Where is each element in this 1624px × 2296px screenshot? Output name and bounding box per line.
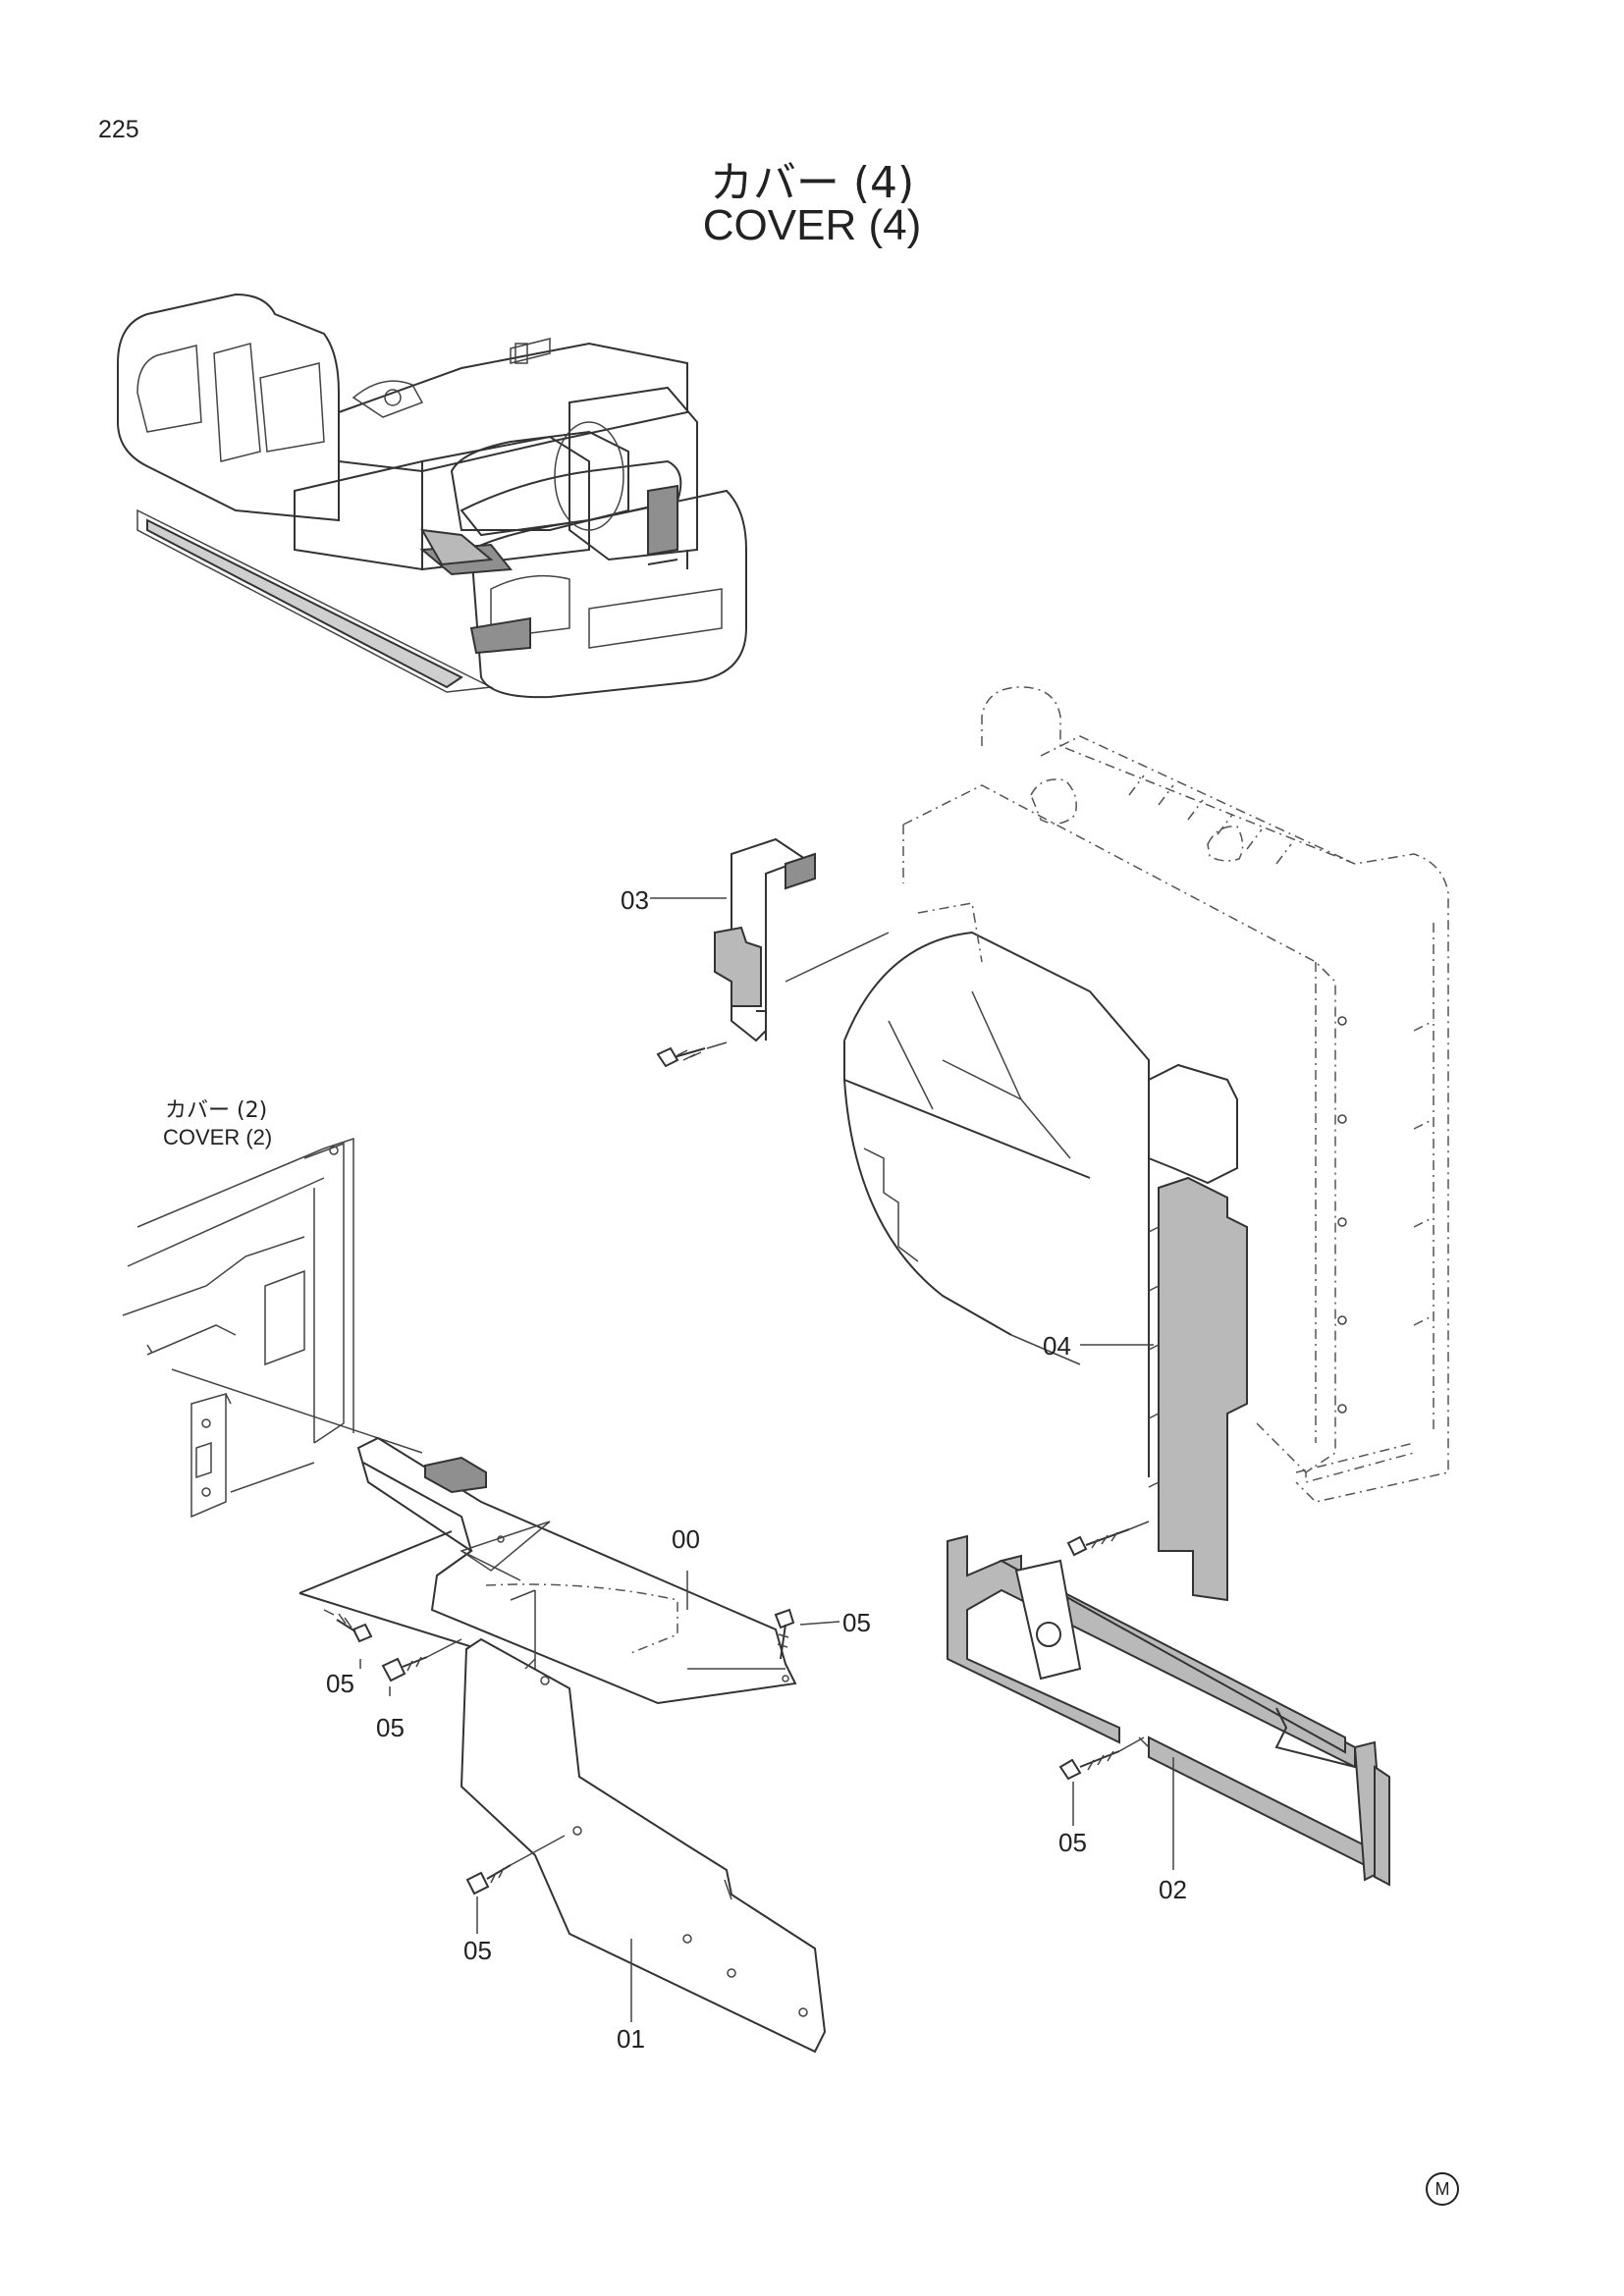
bolt-05-left-upper: [323, 1609, 373, 1643]
callout-05-frame: 05: [1058, 1828, 1087, 1857]
bolt-05-left-lower: [381, 1638, 462, 1682]
callout-02: 02: [1159, 1875, 1187, 1904]
m-mark-icon: M: [1426, 2172, 1459, 2206]
callout-03: 03: [621, 885, 649, 915]
reference-label-english: COVER (2): [163, 1125, 273, 1149]
part-02-frame-seal: [947, 1534, 1390, 1887]
leader-lines: [359, 897, 1174, 2022]
reference-cover-frame: [122, 1137, 423, 1519]
radiator-assembly: [843, 686, 1449, 1503]
reference-label-japanese: カバー (2): [165, 1098, 268, 1123]
callout-05-left-upper: 05: [326, 1669, 354, 1698]
part-01-lower-plate: [460, 1637, 827, 2054]
callout-04: 04: [1043, 1331, 1071, 1361]
bolt-05-bottom: [465, 1835, 566, 1896]
part-03-bracket: [656, 837, 890, 1068]
callout-05-right: 05: [842, 1608, 871, 1637]
callout-00: 00: [672, 1524, 700, 1554]
page-number: 225: [98, 116, 139, 143]
title-japanese: カバー (4): [709, 158, 915, 208]
part-04-seal: [1066, 1063, 1248, 1602]
bolt-05-right: [774, 1608, 795, 1660]
callout-05-bottom: 05: [463, 1936, 492, 1965]
callout-05-left-lower: 05: [376, 1713, 405, 1742]
callout-01: 01: [617, 2024, 645, 2054]
title-english: COVER (4): [702, 201, 922, 249]
excavator-overview: [117, 293, 747, 699]
